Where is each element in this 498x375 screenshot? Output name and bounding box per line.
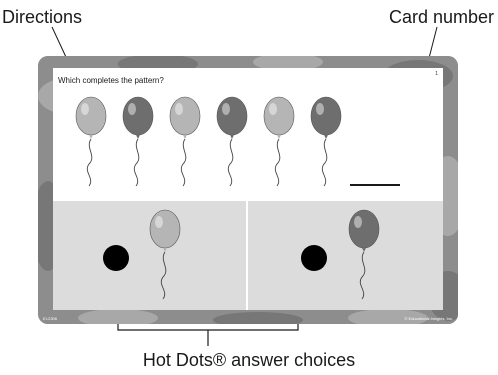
answer-divider [246, 201, 248, 310]
balloon-icon [348, 209, 380, 300]
card-code: EI-2306 [43, 316, 58, 321]
answer-choice-2[interactable] [248, 201, 443, 310]
card-face: Which completes the pattern? 1 [53, 68, 443, 310]
balloon-icon [216, 96, 248, 187]
pattern-card: Which completes the pattern? 1 EI-2306 ©… [38, 56, 458, 324]
balloon-pattern-row [53, 96, 443, 196]
balloon-icon [149, 209, 181, 300]
hot-dot-2[interactable] [301, 245, 327, 271]
copyright-text: © Educational Insights, Inc. [404, 316, 453, 321]
directions-label: Directions [2, 7, 83, 27]
hot-dot-1[interactable] [103, 245, 129, 271]
directions-text: Which completes the pattern? [58, 76, 164, 85]
missing-item-blank [350, 184, 400, 186]
answer-choices-area [53, 201, 443, 310]
balloon-icon [75, 96, 107, 187]
balloon-icon [122, 96, 154, 187]
answer-choice-1[interactable] [53, 201, 246, 310]
card-number: 1 [435, 71, 438, 77]
balloon-icon [310, 96, 342, 187]
balloon-icon [169, 96, 201, 187]
hot-dots-label: Hot Dots® answer choices [142, 350, 356, 370]
balloon-icon [263, 96, 295, 187]
card-number-label: Card number [388, 7, 494, 27]
